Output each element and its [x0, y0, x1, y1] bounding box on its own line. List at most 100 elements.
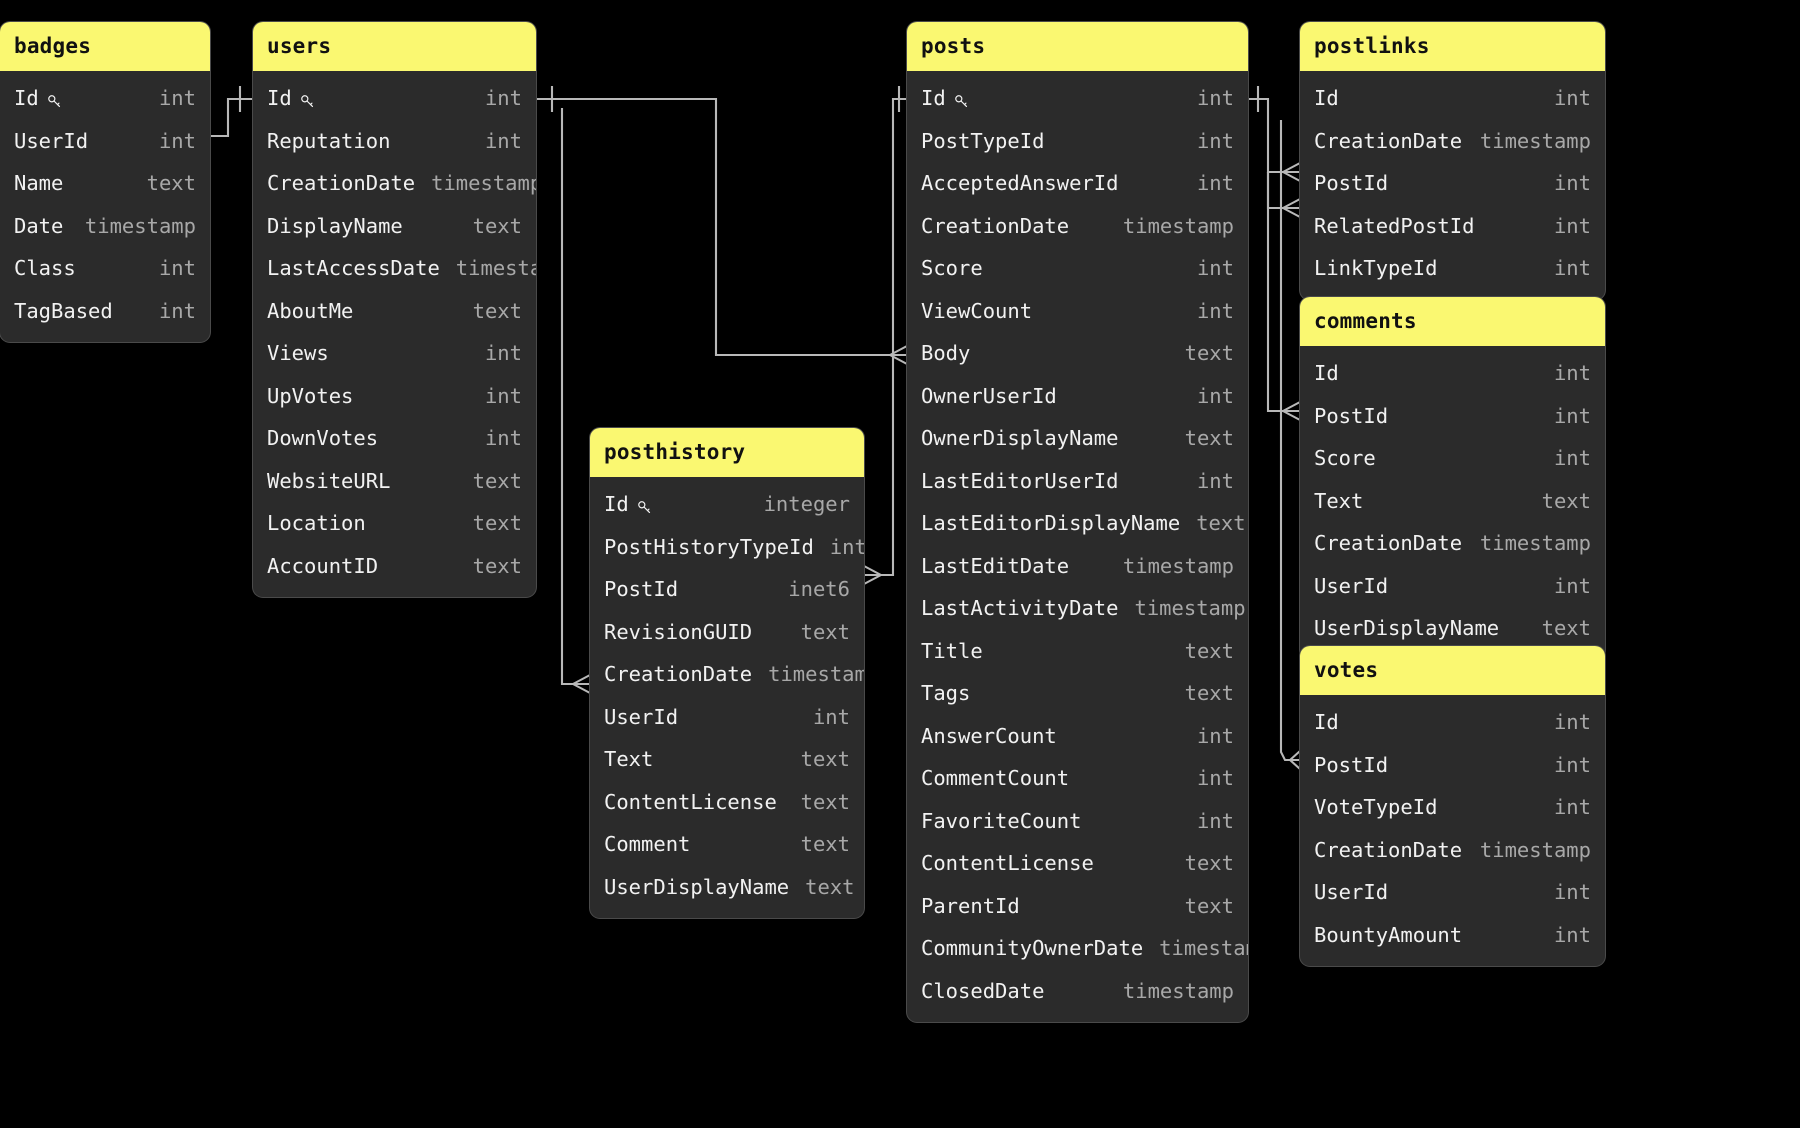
field-name-label: DisplayName — [267, 213, 403, 238]
field-name: LastEditDate — [921, 554, 1069, 578]
field-row[interactable]: CommunityOwnerDatetimestamp — [907, 927, 1248, 970]
field-type-label: int — [158, 128, 196, 153]
field-name: Id — [14, 86, 63, 110]
field-type-label: int — [484, 426, 522, 451]
field-name: UserDisplayName — [604, 875, 789, 899]
field-name: Text — [1314, 489, 1363, 513]
field-name-label: CreationDate — [1314, 837, 1463, 862]
field-type-label: text — [1541, 616, 1591, 641]
field-type-label: int — [1196, 86, 1234, 111]
field-type-label: int — [1196, 766, 1234, 791]
field-type-label: int — [1196, 298, 1234, 323]
field-name: Id — [1314, 361, 1339, 385]
field-type-label: text — [472, 213, 522, 238]
field-row[interactable]: LastAccessDatetimestamp — [253, 247, 536, 290]
field-name: CommunityOwnerDate — [921, 936, 1143, 960]
field-name: CreationDate — [921, 214, 1069, 238]
field-row[interactable]: DisplayName text — [253, 205, 536, 248]
field-type-label: integer — [763, 492, 850, 517]
field-name: UserId — [604, 705, 678, 729]
field-name: RelatedPostId — [1314, 214, 1474, 238]
field-name: Text — [604, 747, 653, 771]
field-type-label: text — [1184, 426, 1234, 451]
field-name-label: TagBased — [14, 298, 113, 323]
field-type-label: text — [800, 832, 850, 857]
field-name: CreationDate — [1314, 531, 1462, 555]
field-name-label: CommunityOwnerDate — [921, 936, 1144, 961]
